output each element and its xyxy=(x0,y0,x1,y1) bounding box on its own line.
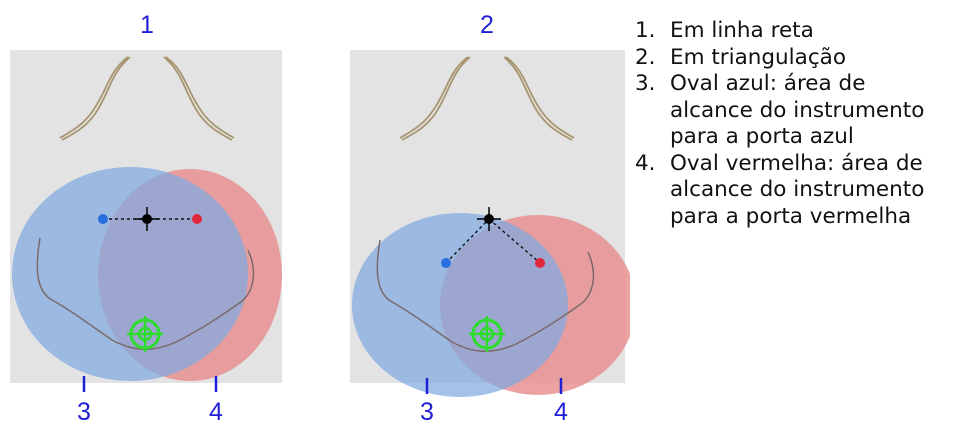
legend-item-number: 2. xyxy=(635,45,670,72)
blue-reach-oval xyxy=(12,167,248,381)
panel-2-callout: 2 xyxy=(480,11,494,39)
legend-item-text: Oval vermelha: área de alcance do instru… xyxy=(670,151,955,231)
legend-item: 2. Em triangulação xyxy=(635,45,955,72)
legend-item-number: 3. xyxy=(635,71,670,151)
marker-4-label: 4 xyxy=(554,398,568,423)
blue-reach-oval xyxy=(352,213,568,397)
panel-2-triangulation: 2 3 4 xyxy=(350,11,630,423)
legend-item: 3. Oval azul: área de alcance do instrum… xyxy=(635,71,955,151)
legend-item: 4. Oval vermelha: área de alcance do ins… xyxy=(635,151,955,231)
marker-3-label: 3 xyxy=(420,398,434,423)
panel-1-callout: 1 xyxy=(140,11,154,39)
panel-1-straight-line: 1 3 4 xyxy=(10,11,282,423)
legend-list: 1. Em linha reta 2. Em triangulação 3. O… xyxy=(635,18,955,230)
blue-port xyxy=(98,214,108,224)
legend-item-text: Oval azul: área de alcance do instrument… xyxy=(670,71,955,151)
legend-item-number: 4. xyxy=(635,151,670,231)
port-placement-diagram: 1 3 4 2 xyxy=(0,0,630,423)
legend-item-text: Em triangulação xyxy=(670,45,955,72)
legend-item-text: Em linha reta xyxy=(670,18,955,45)
red-port xyxy=(192,214,202,224)
blue-port xyxy=(441,258,451,268)
red-port xyxy=(535,258,545,268)
legend-item: 1. Em linha reta xyxy=(635,18,955,45)
marker-3-label: 3 xyxy=(77,398,91,423)
legend-item-number: 1. xyxy=(635,18,670,45)
marker-4-label: 4 xyxy=(209,398,223,423)
